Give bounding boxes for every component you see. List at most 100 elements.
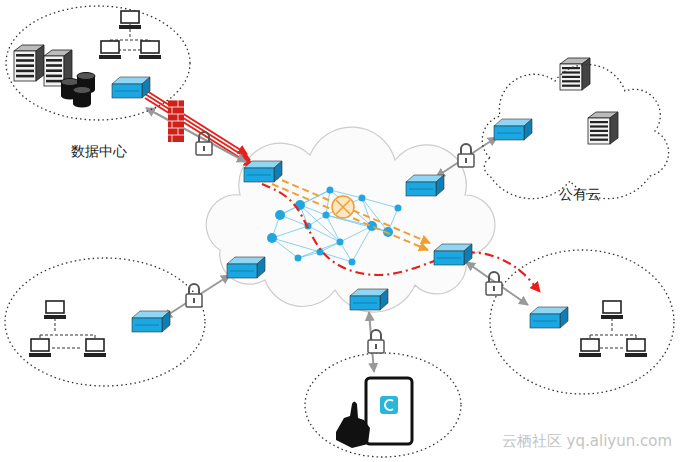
computer-icon [579, 339, 601, 357]
mesh-link [362, 198, 398, 208]
server-rack-icon-part [14, 51, 36, 81]
public-cloud-site: 公有云 [470, 48, 674, 208]
gateway-device-part [380, 289, 388, 310]
gateway-device-part [230, 271, 254, 272]
gateway-device [406, 175, 444, 196]
server-rack-icon-part [562, 80, 580, 82]
mesh-link [352, 226, 372, 262]
server-rack-icon-part [46, 64, 62, 67]
server-rack-icon-part [46, 59, 62, 62]
data-center-site: 数据中心 [3, 3, 195, 165]
firewall-icon-part [172, 121, 173, 128]
database-icon-part [73, 87, 91, 94]
computer-icon [29, 339, 51, 357]
server-rack-icon-part [590, 134, 608, 136]
mesh-link [280, 190, 330, 215]
lock-icon-part [371, 330, 381, 340]
tablet-icon [366, 378, 412, 444]
site-label: 数据中心 [71, 143, 127, 160]
mesh-node [323, 212, 330, 219]
lock-icon [196, 132, 212, 155]
red-tunnel-line [139, 86, 247, 154]
firewall-icon-part [168, 135, 184, 136]
server-rack-icon-part [562, 76, 580, 78]
firewall-icon-part [168, 121, 184, 122]
database-icon-part [73, 101, 91, 108]
gateway-device [227, 257, 265, 278]
gateway-device [112, 77, 150, 98]
gateway-device-part [115, 91, 139, 92]
gateway-device [350, 289, 388, 310]
lock-icon-part [493, 286, 495, 291]
gateway-device [434, 244, 472, 265]
gateway-device [530, 307, 568, 328]
red-tunnel-line [145, 98, 253, 166]
mesh-link [272, 226, 308, 238]
computer-icon-part [86, 339, 104, 351]
server-rack-icon-part [16, 64, 34, 67]
gray-link [163, 275, 230, 318]
server-rack-icon-part [36, 45, 44, 81]
gateway-device-part [497, 133, 521, 134]
server-rack-icon [560, 58, 590, 90]
lock-icon-part [465, 158, 467, 163]
mesh-node [295, 255, 302, 262]
lock-icon-part [486, 282, 502, 295]
firewall-icon [168, 100, 184, 142]
mesh-node [327, 187, 334, 194]
router-symbol-part [336, 200, 350, 214]
gateway-device-part [112, 84, 142, 98]
branch-site-outline [5, 258, 205, 386]
red-tunnel-line [142, 92, 250, 160]
gateway-device-part [135, 325, 159, 326]
gateway-device-part [162, 311, 170, 332]
gateway-device-part [494, 126, 524, 140]
site-outline [470, 48, 674, 208]
computer-icon [139, 41, 161, 59]
firewall-icon-part [168, 114, 184, 115]
router-symbol [332, 196, 354, 218]
computer-icon-part [121, 11, 139, 23]
mesh-node [359, 195, 366, 202]
server-rack-icon-part [16, 75, 34, 78]
hand-icon [336, 402, 370, 449]
computer-icon-part [101, 41, 119, 53]
gateway-device [132, 311, 170, 332]
gateway-device-part [132, 318, 162, 332]
firewall-icon-part [168, 107, 184, 108]
lock-icon-part [368, 340, 384, 353]
orange-flow [272, 184, 428, 250]
gateway-device-part [524, 119, 532, 140]
computer-icon-part [119, 25, 141, 29]
red-flow [262, 184, 540, 292]
server-rack-icon-part [46, 80, 62, 83]
gateway-device-part [434, 251, 464, 265]
lock-icon-part [461, 144, 471, 154]
gateway-device-part [247, 175, 271, 176]
lock-icon [368, 330, 384, 353]
computer-icon-part [581, 339, 599, 351]
lock-icon-part [199, 132, 209, 142]
mesh-node [267, 233, 277, 243]
computer-icon-part [625, 353, 647, 357]
mesh-link [330, 190, 372, 226]
gateway-device-part [436, 175, 444, 196]
computer-icon [625, 339, 647, 357]
gateway-device [494, 119, 532, 140]
computer-icon-part [627, 339, 645, 351]
tablet-icon-part [380, 396, 398, 414]
computer-icon [601, 301, 623, 319]
gray-link [146, 108, 246, 162]
gateway-device-part [244, 168, 274, 182]
gateway-device-part [464, 244, 472, 265]
gray-link [466, 262, 528, 305]
lock-icon-part [193, 298, 195, 303]
branch-site-outline [490, 250, 674, 394]
firewall-icon-part [168, 100, 184, 142]
server-rack-icon-part [590, 139, 608, 141]
gateway-device-part [142, 77, 150, 98]
server-rack-icon-part [562, 67, 580, 69]
gateway-device-part [530, 314, 560, 328]
firewall-icon-part [168, 128, 184, 129]
